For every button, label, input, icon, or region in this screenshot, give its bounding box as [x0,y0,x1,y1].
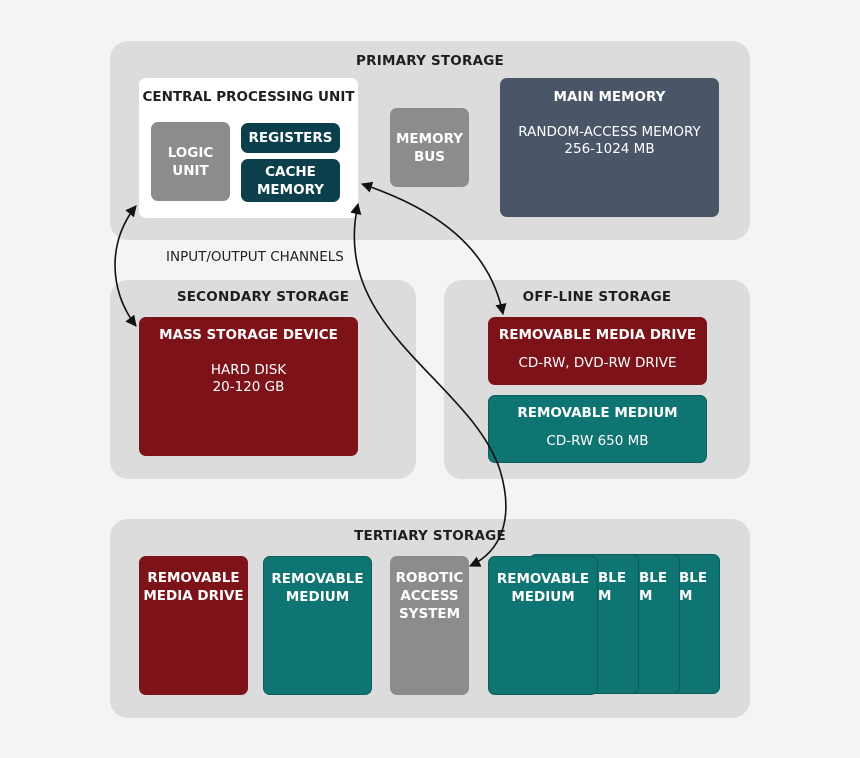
tertiary-drive-label: REMOVABLE MEDIA DRIVE [143,570,244,604]
media-stack-card-3-label: BLE M [639,570,668,604]
registers-box: REGISTERS [241,123,340,153]
media-stack-card-4-label: BLE M [679,570,708,604]
memory-bus-label: MEMORY BUS [396,130,463,165]
offline-medium-line1: CD-RW 650 MB [546,433,649,449]
cache-memory-box: CACHE MEMORY [241,159,340,202]
cache-memory-label: CACHE MEMORY [257,163,324,198]
mass-storage-box: MASS STORAGE DEVICE HARD DISK 20-120 GB [139,317,358,456]
robotic-access-box: ROBOTIC ACCESS SYSTEM [390,556,469,695]
primary-storage-title: PRIMARY STORAGE [356,53,504,69]
mass-storage-title: MASS STORAGE DEVICE [159,327,338,343]
tertiary-medium-label: REMOVABLE MEDIUM [271,571,364,605]
media-stack-card-1-label: REMOVABLE MEDIUM [496,571,590,605]
offline-drive-title: REMOVABLE MEDIA DRIVE [498,327,697,343]
secondary-storage-title: SECONDARY STORAGE [176,289,350,305]
offline-drive-box: REMOVABLE MEDIA DRIVE CD-RW, DVD-RW DRIV… [488,317,707,385]
robotic-access-label: ROBOTIC ACCESS SYSTEM [395,570,464,622]
arrow-cpu-secondary [114,205,137,327]
offline-drive-line1: CD-RW, DVD-RW DRIVE [518,355,677,371]
tertiary-drive-box: REMOVABLE MEDIA DRIVE [139,556,248,695]
media-stack-card-1: REMOVABLE MEDIUM [488,556,598,695]
registers-label: REGISTERS [248,130,333,146]
main-memory-title: MAIN MEMORY [553,89,666,105]
mass-storage-line1: HARD DISK [210,362,287,378]
memory-bus-box: MEMORY BUS [390,108,469,187]
main-memory-box: MAIN MEMORY RANDOM-ACCESS MEMORY 256-102… [500,78,719,217]
mass-storage-line2: 20-120 GB [212,379,285,395]
io-channels-label: INPUT/OUTPUT CHANNELS [166,249,344,265]
cpu-title: CENTRAL PROCESSING UNIT [142,89,355,105]
tertiary-medium-box: REMOVABLE MEDIUM [263,556,372,695]
offline-storage-title: OFF-LINE STORAGE [522,289,672,305]
logic-unit-box: LOGIC UNIT [151,122,230,201]
media-stack-card-2-label: BLE M [598,570,627,604]
arrow-cpu-offline [360,181,507,316]
arrow-cpu-robotic [350,202,507,567]
offline-medium-box: REMOVABLE MEDIUM CD-RW 650 MB [488,395,707,463]
logic-unit-label: LOGIC UNIT [167,144,214,179]
offline-medium-title: REMOVABLE MEDIUM [517,405,678,421]
main-memory-line1: RANDOM-ACCESS MEMORY [518,124,701,140]
main-memory-line2: 256-1024 MB [564,141,655,157]
